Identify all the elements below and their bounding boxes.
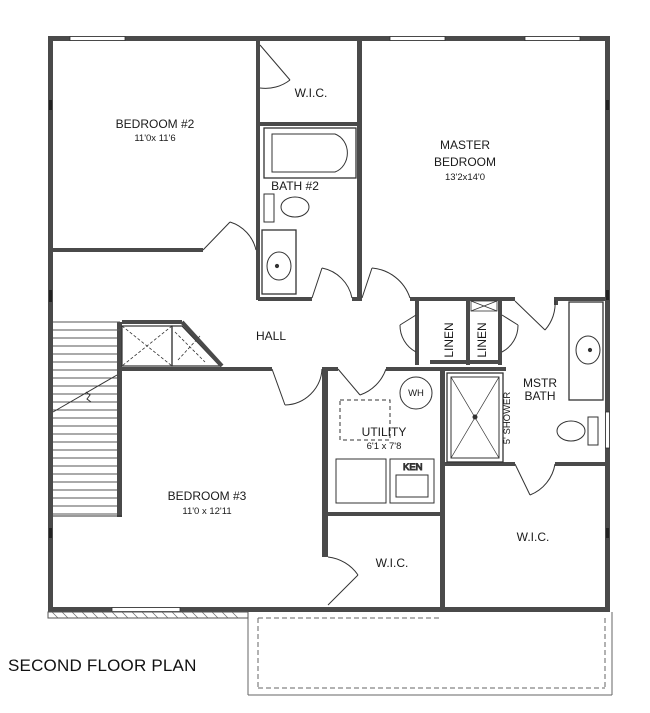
exterior-wall-ticks <box>49 100 609 538</box>
wic-top-label: W.I.C. <box>295 86 328 100</box>
svg-text:KEN: KEN <box>403 462 423 473</box>
doors <box>202 44 556 606</box>
master-dims: 13'2x14'0 <box>445 172 485 183</box>
mstr-bath-label-line1: MSTR <box>523 376 557 390</box>
linen-shelf-marks <box>470 300 498 312</box>
stair-landing-boxes <box>121 320 224 368</box>
master-label-line2: BEDROOM <box>434 155 496 169</box>
bedroom2-dims: 11'0x 11'6 <box>134 133 175 144</box>
utility-fixtures: KEN <box>335 376 435 504</box>
utility-label: UTILITY <box>362 425 407 439</box>
staircase <box>52 321 122 517</box>
wic-bottom-label: W.I.C. <box>376 556 409 570</box>
linen2-label: LINEN <box>475 322 489 357</box>
master-label-line1: MASTER <box>440 138 490 152</box>
room-labels: BEDROOM #2 11'0x 11'6 W.I.C. BATH #2 MAS… <box>116 86 558 570</box>
bedroom3-dims: 11'0 x 12'11 <box>182 506 231 517</box>
master-bath-fixtures <box>556 301 604 446</box>
linen1-label: LINEN <box>442 322 456 357</box>
utility-dims: 6'1 x 7'8 <box>367 441 402 452</box>
bath2-label: BATH #2 <box>271 179 319 193</box>
mstr-bath-label-line2: BATH <box>524 389 555 403</box>
exterior-walls <box>48 36 610 612</box>
interior-walls <box>53 41 605 612</box>
plan-title: SECOND FLOOR PLAN <box>8 656 197 675</box>
shower-stall <box>446 372 504 463</box>
bedroom3-label: BEDROOM #3 <box>168 489 247 503</box>
bedroom2-label: BEDROOM #2 <box>116 117 195 131</box>
hall-label: HALL <box>256 329 286 343</box>
shower-label: 5' SHOWER <box>502 392 513 445</box>
windows <box>69 36 610 612</box>
bath2-fixtures <box>261 127 357 295</box>
water-heater-label: WH <box>408 388 424 399</box>
wic-right-label: W.I.C. <box>517 530 550 544</box>
lower-porch-outline <box>47 611 613 696</box>
